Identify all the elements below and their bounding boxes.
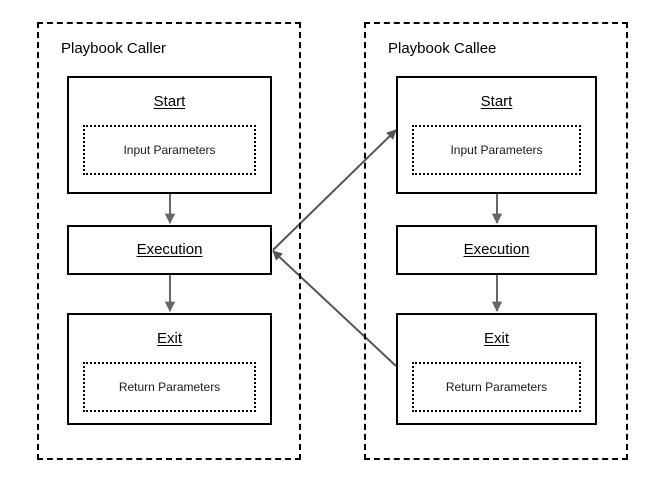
lane-playbook-callee: Playbook Callee	[364, 22, 628, 460]
param-box-caller-return: Return Parameters	[83, 362, 256, 412]
node-caller-start-label: Start	[153, 93, 186, 110]
node-caller-execution-label: Execution	[136, 241, 203, 258]
node-caller-exit-label: Exit	[156, 330, 182, 347]
node-callee-execution-label: Execution	[463, 241, 530, 258]
node-caller-execution[interactable]: Execution	[67, 225, 272, 275]
lane-title-callee: Playbook Callee	[388, 40, 497, 57]
param-box-callee-return: Return Parameters	[412, 362, 581, 412]
node-caller-start[interactable]: Start Input Parameters	[67, 76, 272, 194]
param-label-caller-input: Input Parameters	[123, 143, 216, 157]
param-label-callee-return: Return Parameters	[445, 380, 548, 394]
lane-title-caller: Playbook Caller	[61, 40, 167, 57]
param-box-caller-input: Input Parameters	[83, 125, 256, 175]
node-callee-exit[interactable]: Exit Return Parameters	[396, 313, 597, 425]
lane-playbook-caller: Playbook Caller	[37, 22, 301, 460]
param-box-callee-input: Input Parameters	[412, 125, 581, 175]
node-callee-execution[interactable]: Execution	[396, 225, 597, 275]
node-callee-start-label: Start	[480, 93, 513, 110]
node-callee-exit-label: Exit	[483, 330, 509, 347]
node-callee-start[interactable]: Start Input Parameters	[396, 76, 597, 194]
node-caller-exit[interactable]: Exit Return Parameters	[67, 313, 272, 425]
param-label-callee-input: Input Parameters	[450, 143, 543, 157]
param-label-caller-return: Return Parameters	[118, 380, 221, 394]
